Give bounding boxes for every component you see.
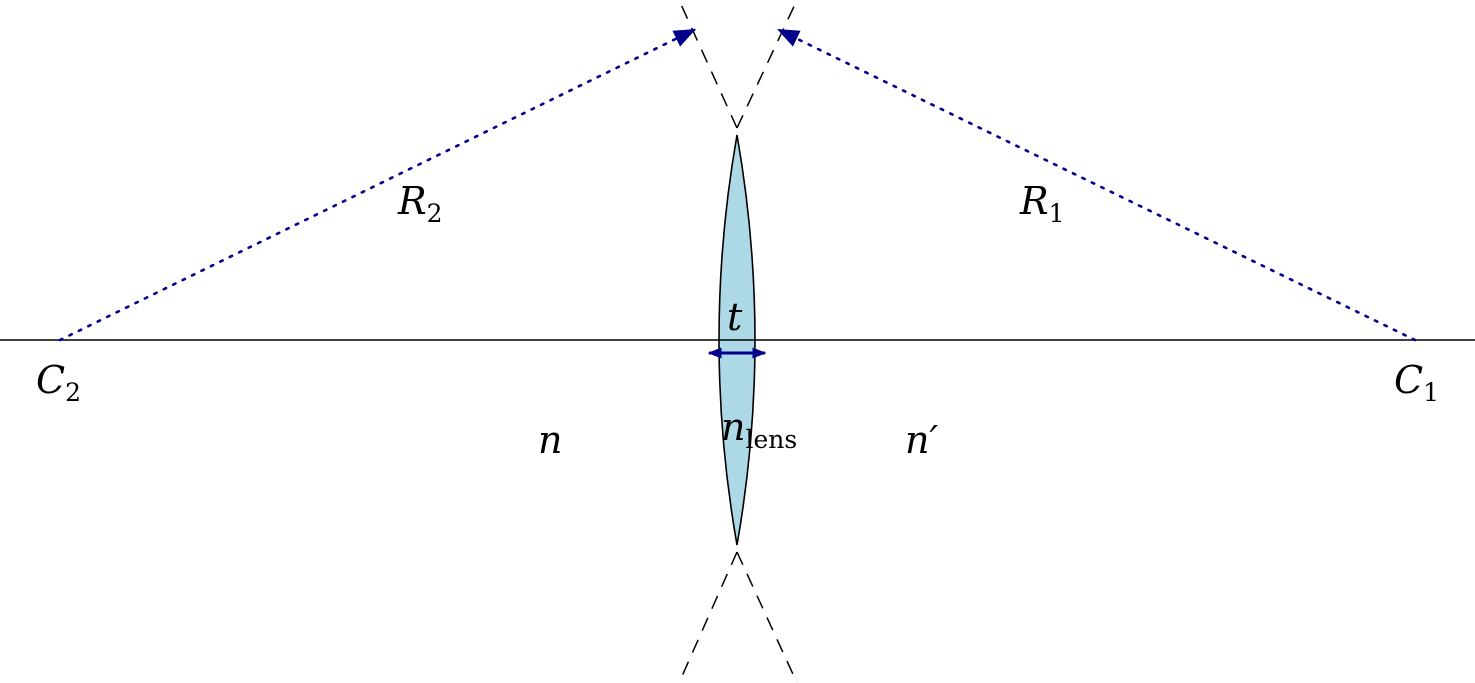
index-right-label: n′: [905, 418, 938, 462]
right-surface-extension-top: [736, 0, 798, 129]
radius-left-label: R2: [397, 179, 443, 228]
left-surface-extension-bottom: [678, 551, 738, 683]
radius-arrow-left: [58, 28, 696, 342]
index-lens-label: nlens: [721, 405, 797, 454]
left-surface-extension-top: [678, 0, 738, 129]
thickness-label: t: [727, 295, 743, 339]
center-left-label: C2: [36, 358, 81, 407]
center-right-label: C1: [1394, 358, 1439, 407]
radius-arrow-right: [777, 28, 1417, 342]
radius-right-label: R1: [1019, 179, 1065, 228]
index-left-label: n: [538, 418, 562, 462]
right-surface-extension-bottom: [736, 551, 798, 683]
